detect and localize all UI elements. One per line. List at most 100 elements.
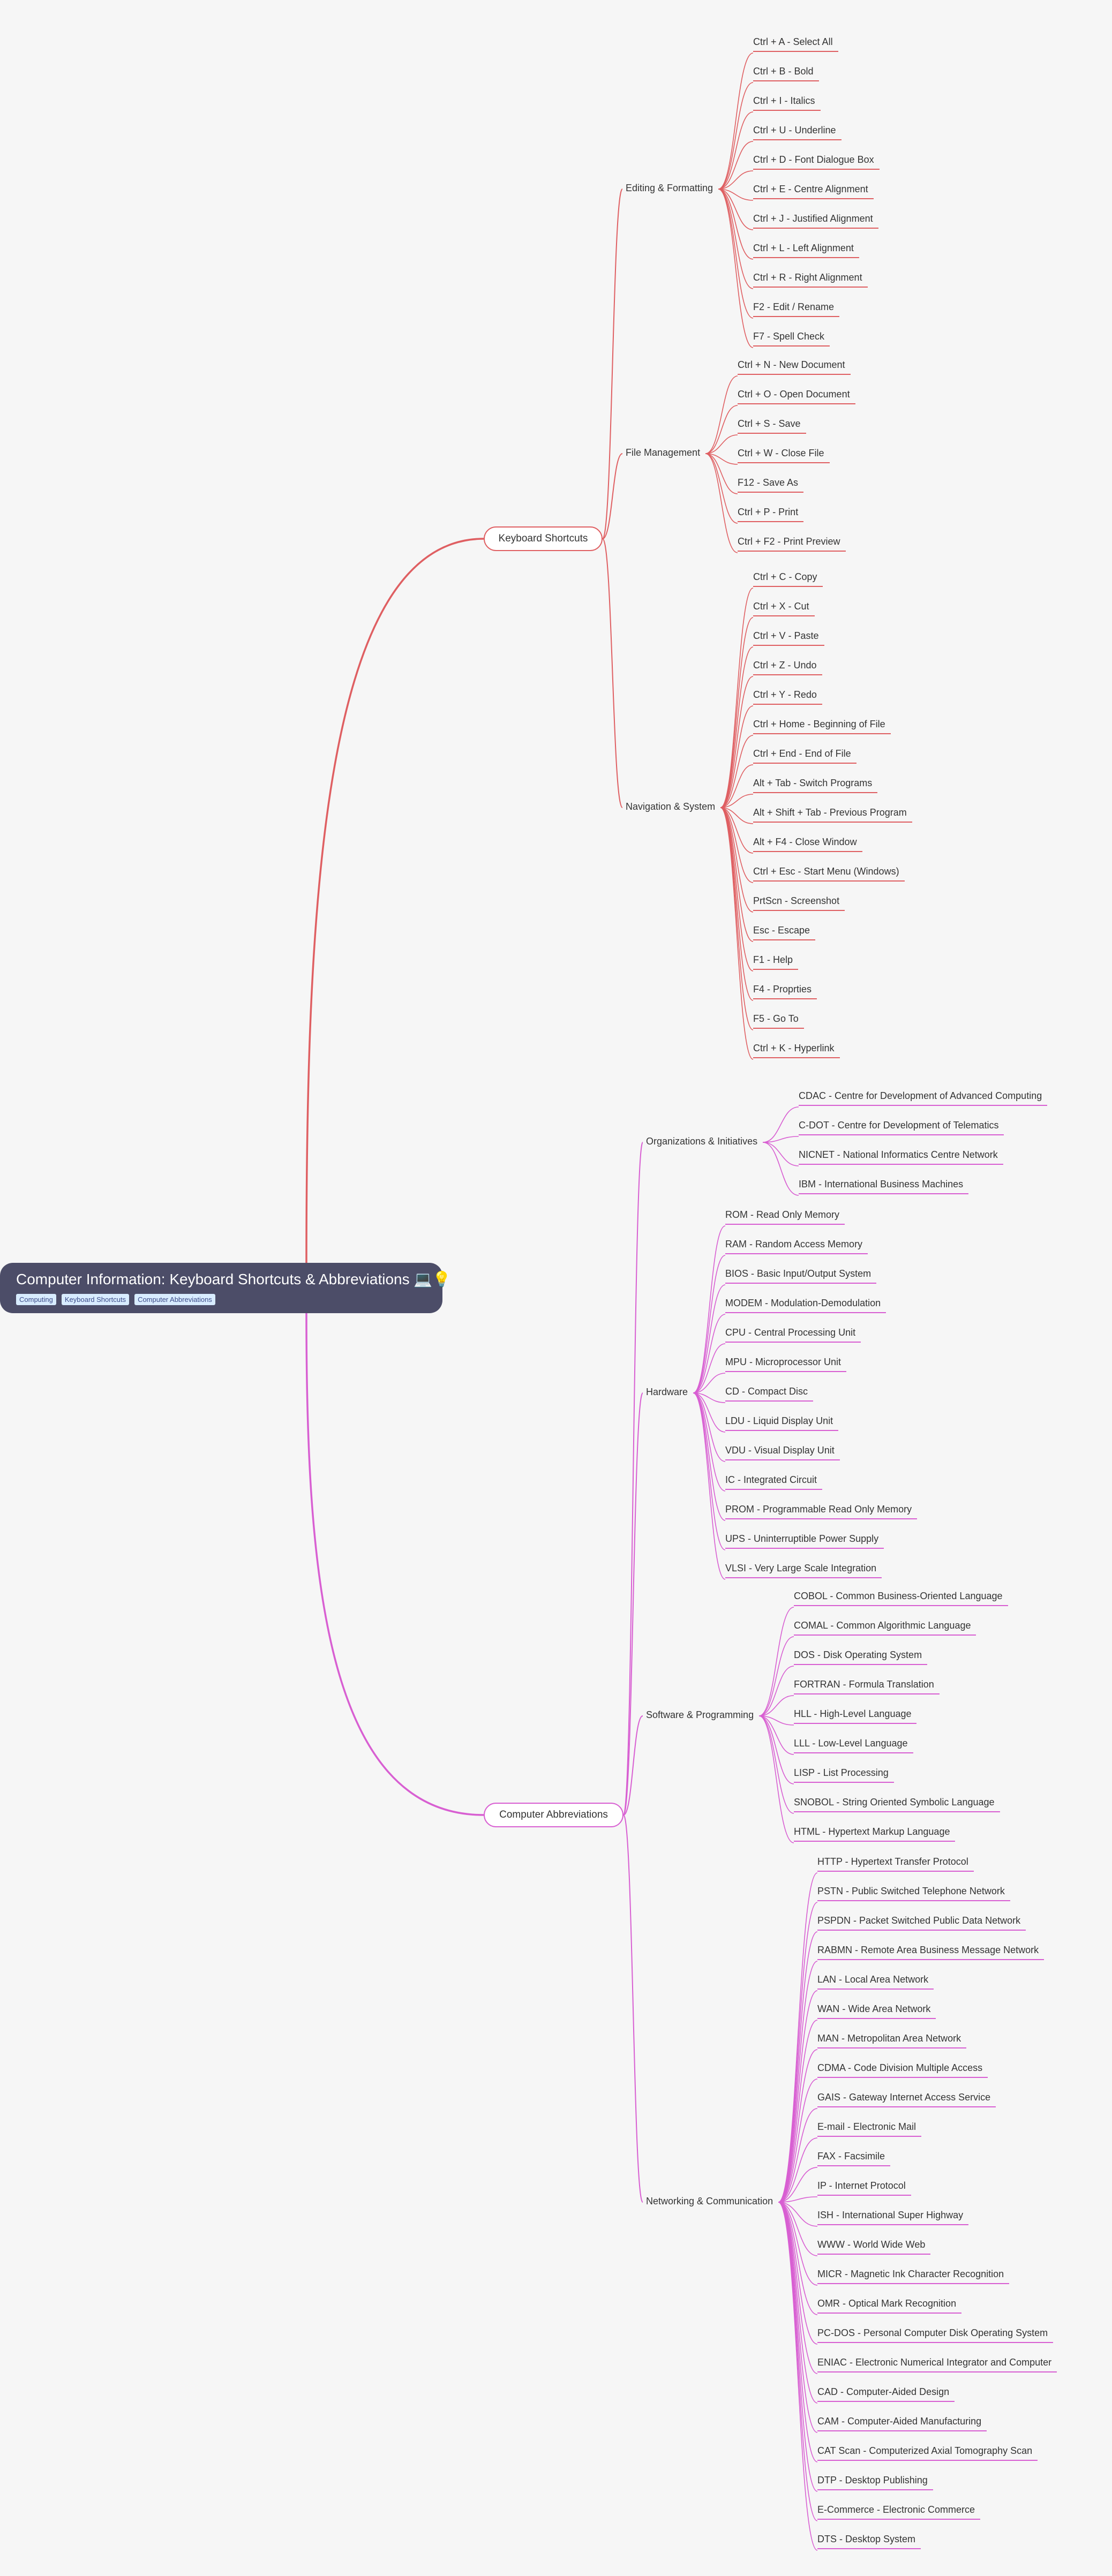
leaf-item[interactable]: WWW - World Wide Web: [817, 2238, 931, 2255]
leaf-item[interactable]: LAN - Local Area Network: [817, 1973, 934, 1990]
leaf-item[interactable]: BIOS - Basic Input/Output System: [725, 1267, 877, 1284]
leaf-item[interactable]: Ctrl + O - Open Document: [738, 388, 855, 404]
leaf-item[interactable]: PC-DOS - Personal Computer Disk Operatin…: [817, 2326, 1054, 2343]
leaf-item[interactable]: DTS - Desktop System: [817, 2533, 921, 2549]
leaf-item[interactable]: Ctrl + K - Hyperlink: [753, 1042, 840, 1058]
leaf-item[interactable]: Ctrl + Z - Undo: [753, 659, 822, 675]
leaf-item[interactable]: MPU - Microprocessor Unit: [725, 1355, 847, 1372]
subtopic-networking-communication[interactable]: Networking & Communication: [646, 2196, 773, 2206]
leaf-item[interactable]: Ctrl + S - Save: [738, 417, 806, 434]
leaf-item[interactable]: Ctrl + Esc - Start Menu (Windows): [753, 865, 905, 882]
leaf-item[interactable]: PrtScn - Screenshot: [753, 894, 845, 911]
leaf-item[interactable]: PSPDN - Packet Switched Public Data Netw…: [817, 1914, 1026, 1931]
leaf-item[interactable]: LISP - List Processing: [794, 1766, 894, 1783]
subtopic-hardware[interactable]: Hardware: [646, 1387, 688, 1397]
leaf-item[interactable]: Ctrl + L - Left Alignment: [753, 242, 859, 258]
subtopic-editing-formatting[interactable]: Editing & Formatting: [626, 183, 713, 193]
leaf-item[interactable]: LLL - Low-Level Language: [794, 1737, 913, 1753]
leaf-item[interactable]: F4 - Proprties: [753, 983, 817, 999]
leaf-item[interactable]: Ctrl + R - Right Alignment: [753, 271, 868, 288]
leaf-item[interactable]: F7 - Spell Check: [753, 330, 830, 347]
leaf-item[interactable]: FORTRAN - Formula Translation: [794, 1678, 940, 1694]
leaf-item[interactable]: RABMN - Remote Area Business Message Net…: [817, 1944, 1045, 1960]
tag-keyboard-shortcuts[interactable]: Keyboard Shortcuts: [61, 1294, 130, 1305]
subtopic-navigation-system[interactable]: Navigation & System: [626, 801, 716, 812]
leaf-item[interactable]: CPU - Central Processing Unit: [725, 1326, 861, 1343]
leaf-item[interactable]: CAD - Computer-Aided Design: [817, 2385, 955, 2402]
leaf-item[interactable]: CAM - Computer-Aided Manufacturing: [817, 2415, 987, 2431]
leaf-item[interactable]: IBM - International Business Machines: [799, 1178, 969, 1194]
link-leaf: [693, 1392, 726, 1580]
leaf-item[interactable]: HTML - Hypertext Markup Language: [794, 1825, 956, 1842]
leaf-item[interactable]: Alt + F4 - Close Window: [753, 835, 862, 852]
leaf-item[interactable]: Ctrl + I - Italics: [753, 94, 821, 111]
leaf-item[interactable]: Ctrl + N - New Document: [738, 358, 851, 375]
leaf-item[interactable]: Ctrl + C - Copy: [753, 570, 823, 587]
leaf-item[interactable]: VLSI - Very Large Scale Integration: [725, 1562, 882, 1578]
tag-computing[interactable]: Computing: [16, 1294, 56, 1305]
leaf-item[interactable]: GAIS - Gateway Internet Access Service: [817, 2091, 996, 2107]
leaf-item[interactable]: Ctrl + F2 - Print Preview: [738, 535, 846, 552]
subtopic-file-management[interactable]: File Management: [626, 447, 701, 458]
leaf-item[interactable]: Ctrl + J - Justified Alignment: [753, 212, 878, 229]
leaf-item[interactable]: Ctrl + Home - Beginning of File: [753, 718, 891, 734]
leaf-item[interactable]: E-mail - Electronic Mail: [817, 2120, 922, 2137]
leaf-item[interactable]: PSTN - Public Switched Telephone Network: [817, 1885, 1010, 1901]
leaf-item[interactable]: DOS - Disk Operating System: [794, 1648, 928, 1665]
leaf-item[interactable]: Ctrl + U - Underline: [753, 124, 841, 140]
leaf-item[interactable]: Ctrl + B - Bold: [753, 65, 819, 81]
leaf-item[interactable]: LDU - Liquid Display Unit: [725, 1414, 839, 1431]
leaf-item[interactable]: Esc - Escape: [753, 924, 816, 940]
leaf-item[interactable]: ROM - Read Only Memory: [725, 1208, 845, 1225]
link-leaf: [778, 2202, 818, 2551]
leaf-item[interactable]: UPS - Uninterruptible Power Supply: [725, 1532, 884, 1549]
leaf-item[interactable]: Ctrl + A - Select All: [753, 35, 838, 52]
leaf-item[interactable]: Ctrl + W - Close File: [738, 447, 830, 463]
root-topic[interactable]: Computer Information: Keyboard Shortcuts…: [0, 1263, 451, 1313]
leaf-item[interactable]: Ctrl + V - Paste: [753, 629, 824, 646]
leaf-item[interactable]: Ctrl + D - Font Dialogue Box: [753, 153, 880, 170]
leaf-item[interactable]: E-Commerce - Electronic Commerce: [817, 2503, 981, 2520]
leaf-item[interactable]: MAN - Metropolitan Area Network: [817, 2032, 967, 2048]
leaf-item[interactable]: C-DOT - Centre for Development of Telema…: [799, 1119, 1004, 1135]
leaf-item[interactable]: F12 - Save As: [738, 476, 804, 493]
leaf-item[interactable]: NICNET - National Informatics Centre Net…: [799, 1148, 1003, 1165]
subtopic-software-programming[interactable]: Software & Programming: [646, 1709, 754, 1720]
leaf-item[interactable]: RAM - Random Access Memory: [725, 1238, 868, 1254]
leaf-item[interactable]: F5 - Go To: [753, 1012, 804, 1029]
leaf-item[interactable]: SNOBOL - String Oriented Symbolic Langua…: [794, 1796, 1000, 1812]
leaf-item[interactable]: MODEM - Modulation-Demodulation: [725, 1297, 886, 1313]
leaf-item[interactable]: F1 - Help: [753, 953, 799, 970]
leaf-item[interactable]: CDMA - Code Division Multiple Access: [817, 2061, 988, 2078]
leaf-item[interactable]: Ctrl + P - Print: [738, 506, 804, 522]
leaf-item[interactable]: OMR - Optical Mark Recognition: [817, 2297, 962, 2314]
topic-computer-abbreviations[interactable]: Computer Abbreviations: [484, 1803, 623, 1827]
leaf-item[interactable]: FAX - Facsimile: [817, 2150, 891, 2166]
leaf-item[interactable]: ENIAC - Electronic Numerical Integrator …: [817, 2356, 1057, 2372]
leaf-item[interactable]: MICR - Magnetic Ink Character Recognitio…: [817, 2268, 1010, 2284]
leaf-item[interactable]: Ctrl + End - End of File: [753, 747, 856, 764]
leaf-item[interactable]: CDAC - Centre for Development of Advance…: [799, 1089, 1048, 1106]
leaf-item[interactable]: COMAL - Common Algorithmic Language: [794, 1619, 976, 1636]
leaf-item[interactable]: PROM - Programmable Read Only Memory: [725, 1503, 918, 1519]
tag-computer-abbreviations[interactable]: Computer Abbreviations: [134, 1294, 215, 1305]
leaf-item[interactable]: CAT Scan - Computerized Axial Tomography…: [817, 2444, 1038, 2461]
leaf-item[interactable]: DTP - Desktop Publishing: [817, 2474, 933, 2490]
leaf-item[interactable]: Ctrl + X - Cut: [753, 600, 815, 616]
leaf-item[interactable]: Ctrl + Y - Redo: [753, 688, 822, 705]
leaf-item[interactable]: Alt + Tab - Switch Programs: [753, 777, 878, 793]
leaf-item[interactable]: IC - Integrated Circuit: [725, 1473, 823, 1490]
leaf-item[interactable]: CD - Compact Disc: [725, 1385, 814, 1402]
subtopic-organizations-initiatives[interactable]: Organizations & Initiatives: [646, 1136, 758, 1147]
leaf-item[interactable]: IP - Internet Protocol: [817, 2179, 911, 2196]
leaf-item[interactable]: Alt + Shift + Tab - Previous Program: [753, 806, 912, 823]
leaf-item[interactable]: HLL - High-Level Language: [794, 1707, 917, 1724]
leaf-item[interactable]: Ctrl + E - Centre Alignment: [753, 183, 874, 199]
leaf-item[interactable]: HTTP - Hypertext Transfer Protocol: [817, 1855, 974, 1872]
leaf-item[interactable]: VDU - Visual Display Unit: [725, 1444, 840, 1460]
topic-keyboard-shortcuts[interactable]: Keyboard Shortcuts: [484, 526, 603, 551]
leaf-item[interactable]: ISH - International Super Highway: [817, 2209, 969, 2225]
leaf-item[interactable]: WAN - Wide Area Network: [817, 2002, 936, 2019]
leaf-item[interactable]: COBOL - Common Business-Oriented Languag…: [794, 1590, 1008, 1606]
leaf-item[interactable]: F2 - Edit / Rename: [753, 300, 840, 317]
